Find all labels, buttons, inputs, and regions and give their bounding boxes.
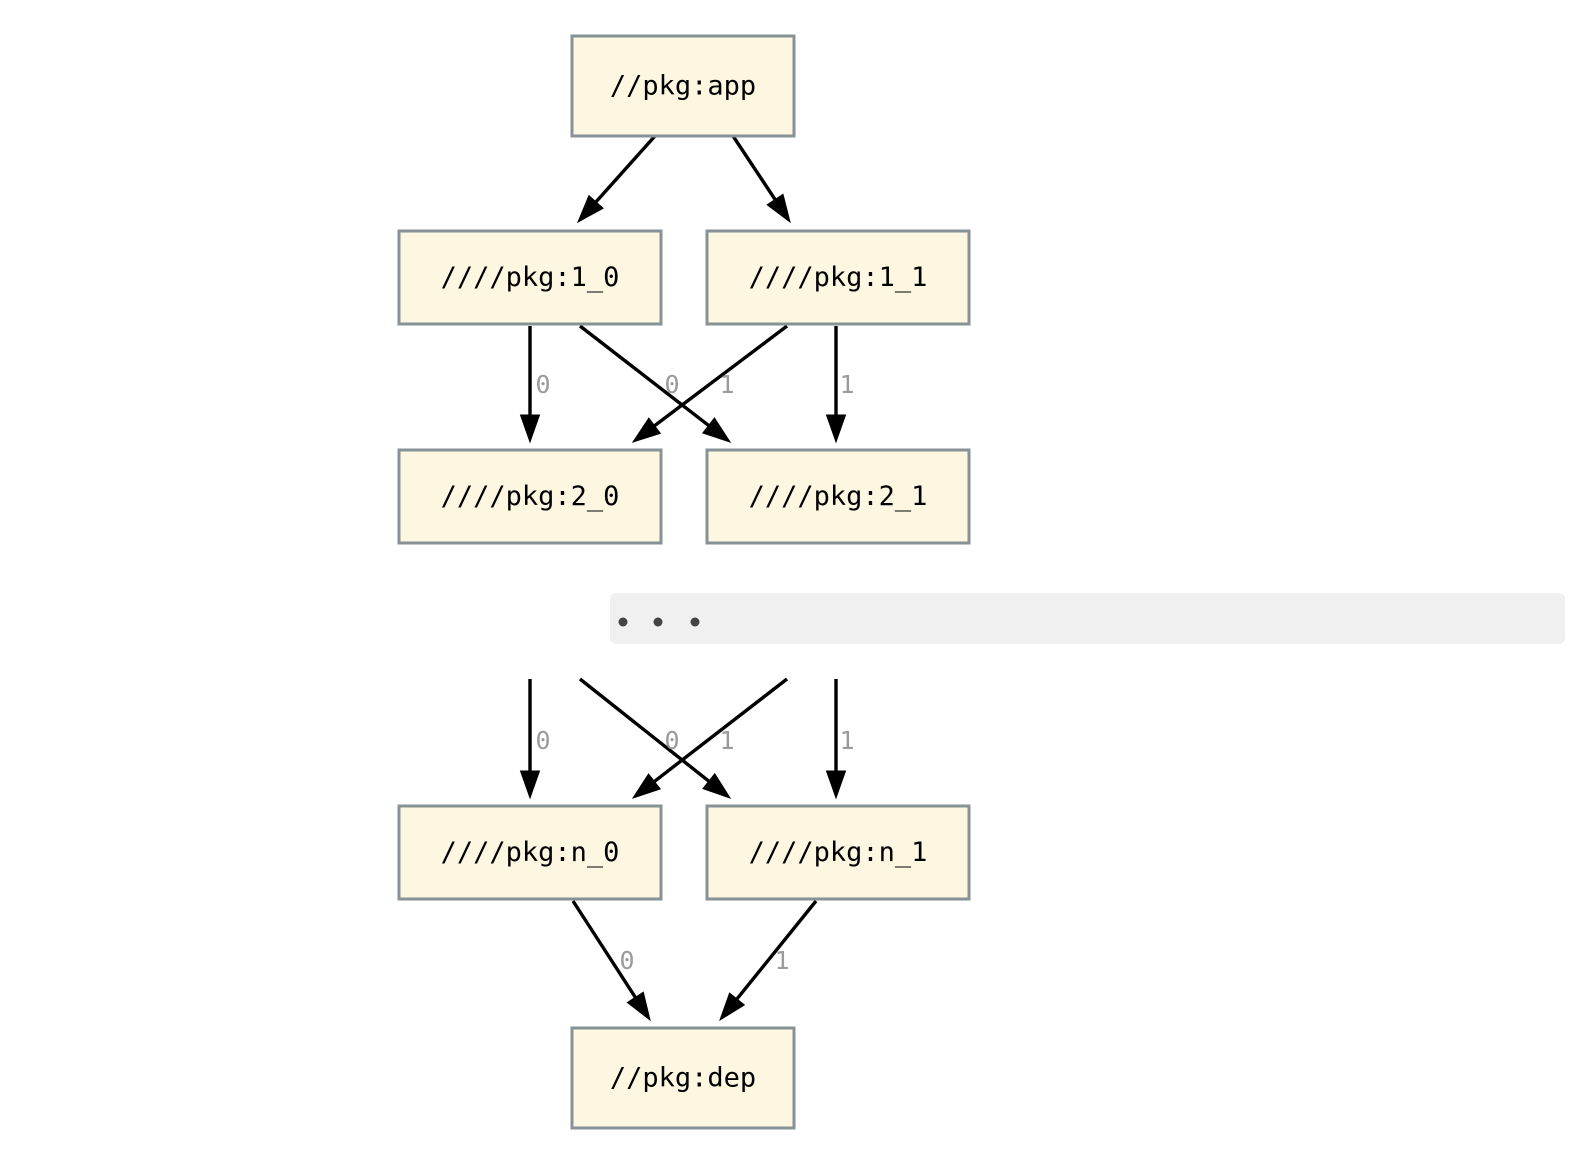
node-box[interactable]: [705, 229, 971, 326]
node-label: ////pkg:2_0: [441, 481, 620, 512]
edge-arrowhead-icon: [702, 772, 732, 799]
node-label: //pkg:app: [610, 71, 756, 102]
edge-label: 0: [664, 726, 679, 755]
edge-label: 0: [535, 726, 550, 755]
node-box[interactable]: [397, 804, 663, 901]
node-label: ////pkg:n_0: [441, 837, 620, 868]
edge-line: [733, 899, 818, 1004]
edge-line: [731, 135, 779, 204]
node-app[interactable]: //pkg:app: [570, 34, 796, 138]
edge-arrowhead-icon: [825, 414, 847, 444]
collapsed-section-band: [610, 593, 1565, 644]
node-n1_0[interactable]: ////pkg:1_0: [397, 229, 663, 326]
edge-line: [578, 324, 713, 430]
node-dep[interactable]: //pkg:dep: [570, 1026, 796, 1130]
node-box[interactable]: [397, 229, 663, 326]
edge-arrowhead-icon: [631, 773, 662, 799]
edge-arrowhead-icon: [519, 414, 541, 444]
node-label: ////pkg:n_1: [749, 837, 928, 868]
edge-line: [650, 324, 789, 430]
node-n2_0[interactable]: ////pkg:2_0: [397, 448, 663, 545]
edge-line: [578, 677, 714, 786]
node-n1_1[interactable]: ////pkg:1_1: [705, 229, 971, 326]
edge-n1_0-to-n2_0: 0: [519, 326, 551, 444]
node-label: ////pkg:1_1: [749, 262, 928, 293]
edge-label: 0: [664, 370, 679, 399]
node-box[interactable]: [570, 1026, 796, 1130]
node-nn_1[interactable]: ////pkg:n_1: [705, 804, 971, 901]
ellipsis-layer: [610, 593, 1565, 644]
edge-label: 1: [719, 726, 734, 755]
edge-label: 0: [535, 370, 550, 399]
edge-label: 1: [719, 370, 734, 399]
edge-n1_1-to-n2_0: 1: [631, 324, 789, 443]
edge-label: 1: [839, 726, 854, 755]
edge-label: 0: [619, 946, 634, 975]
edge-arrowhead-icon: [766, 193, 791, 224]
node-label: //pkg:dep: [610, 1063, 756, 1094]
edge-above-to-nn_1: 0: [578, 677, 732, 799]
edge-line: [571, 900, 639, 1002]
node-box[interactable]: [570, 34, 796, 138]
node-box[interactable]: [705, 804, 971, 901]
edge-arrowhead-icon: [719, 992, 746, 1022]
edge-app-to-n1_0: [576, 134, 657, 224]
node-nn_0[interactable]: ////pkg:n_0: [397, 804, 663, 901]
edge-label: 1: [839, 370, 854, 399]
edge-n1_1-to-n2_1: 1: [825, 326, 855, 444]
edge-nn_0-to-dep: 0: [571, 900, 651, 1022]
edge-arrowhead-icon: [702, 417, 732, 443]
edges-layer: 0 0 1 1 0 0 1 1 0 1: [519, 134, 855, 1022]
edge-arrowhead-icon: [626, 991, 651, 1022]
ellipsis-dot-0: [618, 617, 628, 627]
edge-arrowhead-icon: [825, 770, 847, 800]
edge-nn_1-to-dep: 1: [719, 899, 818, 1022]
nodes-layer: //pkg:app ////pkg:1_0 ////pkg:1_1 ////pkg:2…: [397, 34, 971, 1130]
edge-arrowhead-icon: [576, 194, 604, 224]
edge-above-to-nn_0: 1: [631, 677, 789, 799]
edge-above-to-nn_0: 0: [519, 679, 551, 800]
node-n2_1[interactable]: ////pkg:2_1: [705, 448, 971, 545]
node-label: ////pkg:1_0: [441, 262, 620, 293]
edge-above-to-nn_1: 1: [825, 679, 855, 800]
ellipsis-dot-2: [690, 617, 700, 627]
edge-label: 1: [774, 946, 789, 975]
ellipsis-dot-1: [653, 617, 663, 627]
edge-line: [592, 134, 657, 206]
edge-n1_0-to-n2_1: 0: [578, 324, 732, 443]
edge-arrowhead-icon: [631, 417, 662, 443]
edge-app-to-n1_1: [731, 135, 791, 224]
node-box[interactable]: [397, 448, 663, 545]
edge-arrowhead-icon: [519, 770, 541, 800]
node-box[interactable]: [705, 448, 971, 545]
node-label: ////pkg:2_1: [749, 481, 928, 512]
edge-line: [650, 677, 789, 786]
